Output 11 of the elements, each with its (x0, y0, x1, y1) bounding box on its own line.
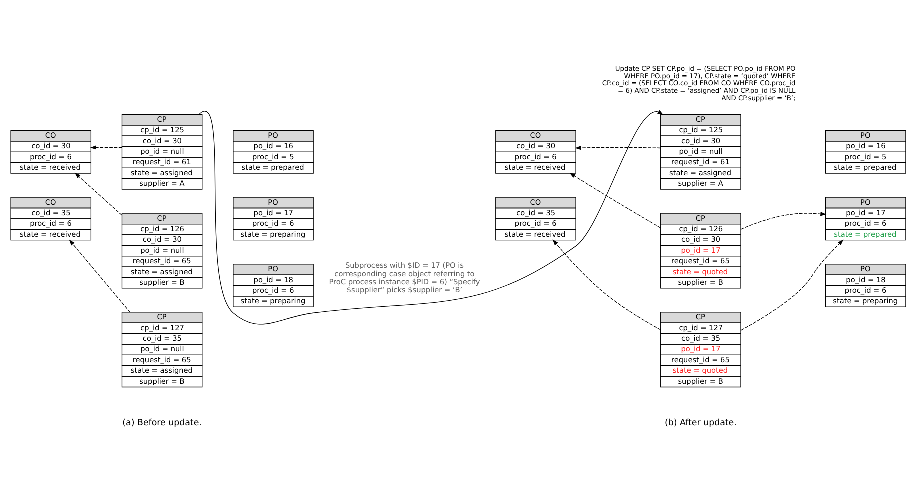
label: (a) Before update. (122, 418, 202, 429)
label: (b) After update. (664, 418, 737, 429)
arrow (198, 110, 664, 325)
arrow (740, 212, 827, 230)
arrow (740, 240, 844, 331)
arrow (552, 240, 662, 330)
arrow (570, 173, 662, 228)
arrow (575, 146, 662, 150)
arrow (74, 172, 122, 216)
arrow (69, 240, 130, 313)
arrow (90, 146, 123, 150)
